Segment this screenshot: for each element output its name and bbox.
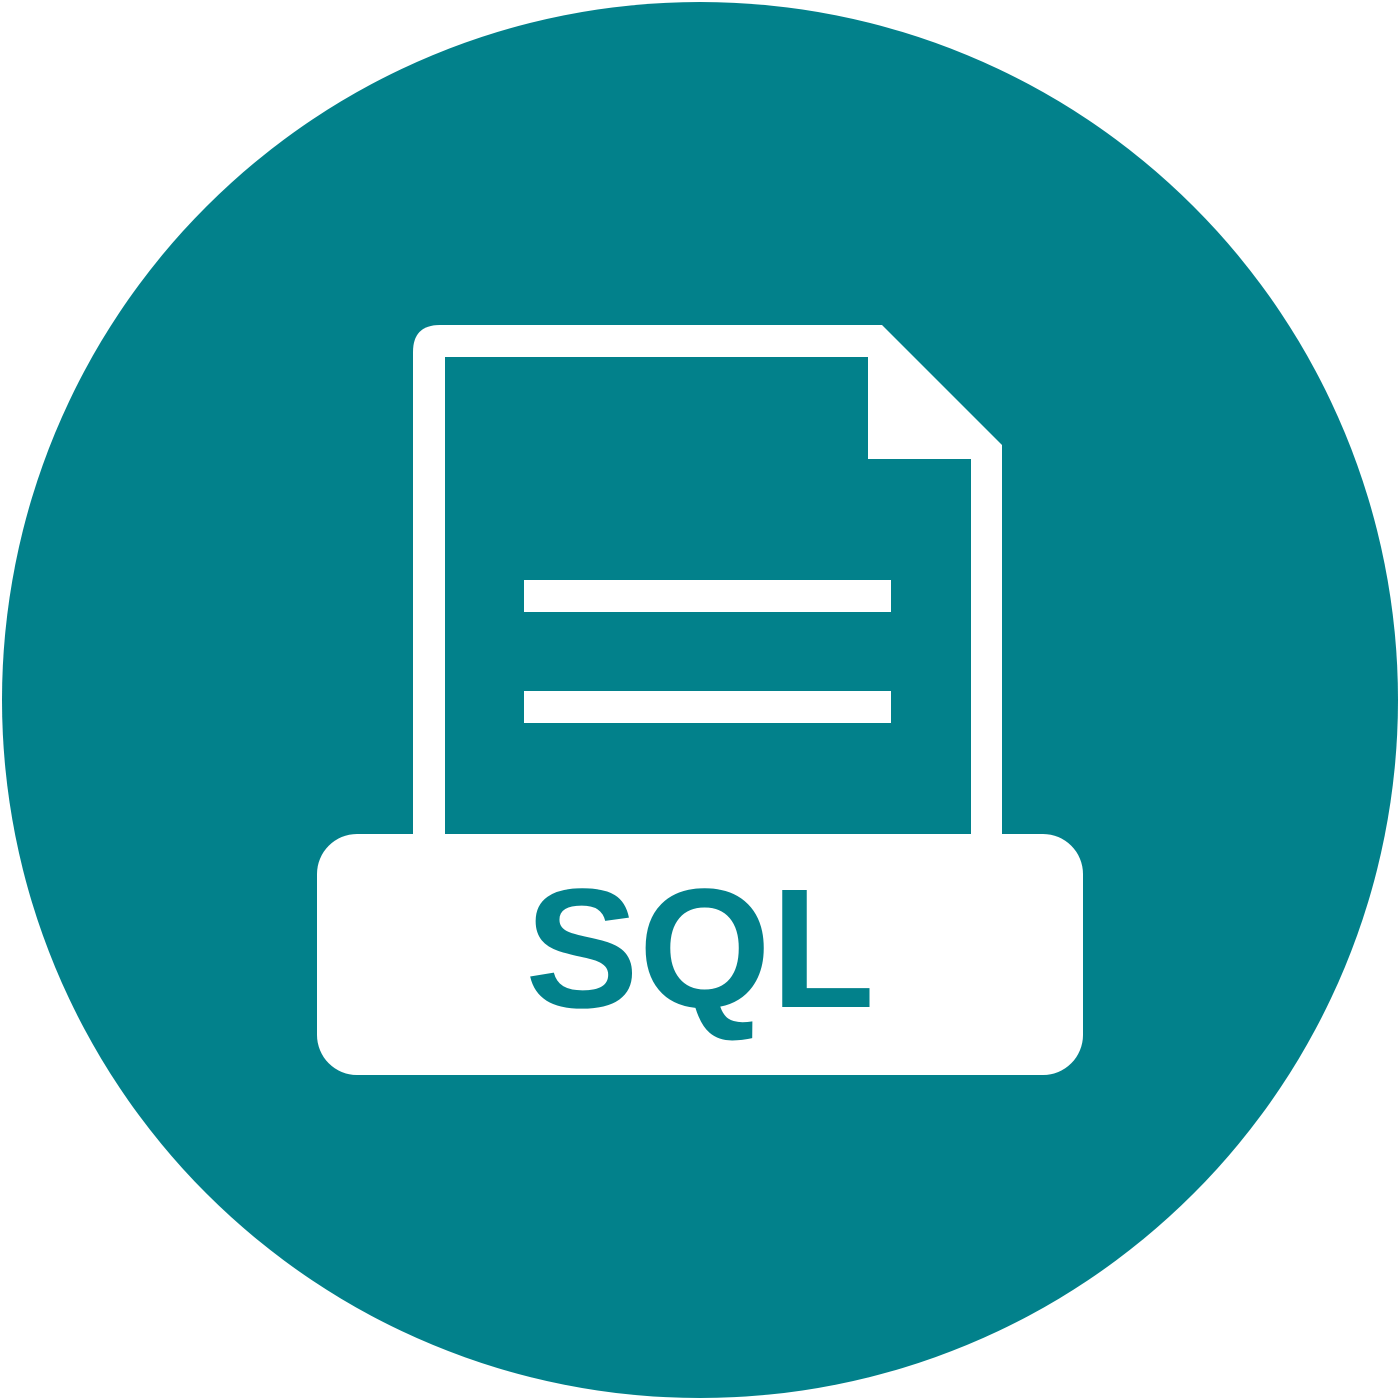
document-line-2 xyxy=(524,691,891,723)
document-line-1 xyxy=(524,580,891,612)
file-type-label: SQL xyxy=(525,854,874,1044)
file-type-banner xyxy=(317,834,1083,1075)
